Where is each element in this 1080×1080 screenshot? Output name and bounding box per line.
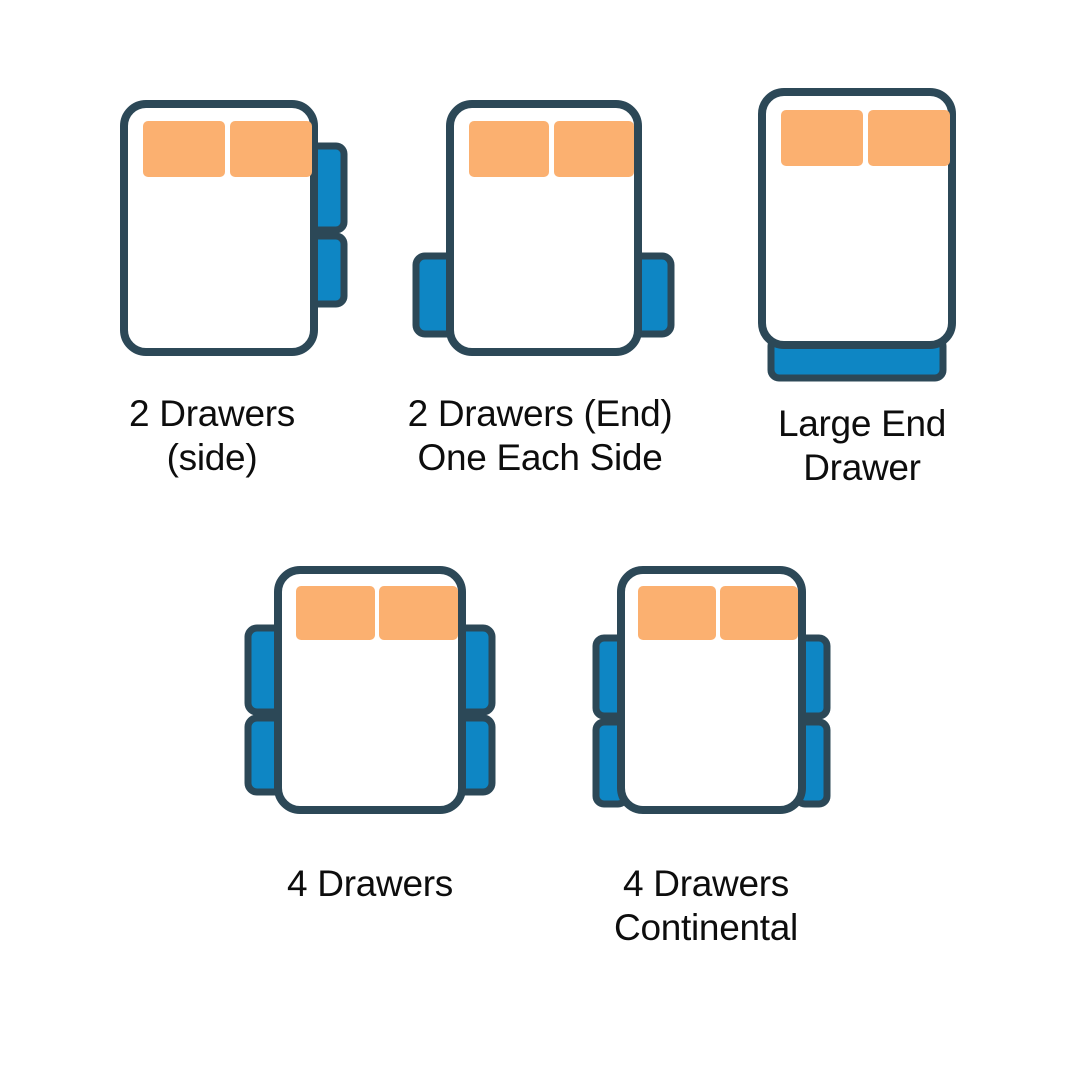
- bed-diagram-two-drawers-end: [412, 100, 675, 356]
- pillow-left: [143, 121, 225, 177]
- pillow-left: [469, 121, 549, 177]
- pillow-right: [720, 586, 798, 640]
- bed-option-two-drawers-side[interactable]: [110, 90, 355, 365]
- pillow-right: [379, 586, 458, 640]
- bed-label-four-drawers-continental: 4 Drawers Continental: [614, 863, 798, 948]
- bed-diagram-four-drawers-continental: [592, 566, 831, 814]
- bed-label-four-drawers: 4 Drawers: [287, 863, 453, 904]
- bed-label-two-drawers-end: 2 Drawers (End) One Each Side: [407, 393, 673, 478]
- pillow-left: [638, 586, 716, 640]
- bed-diagram-large-end-drawer: [758, 88, 956, 382]
- pillow-right: [868, 110, 950, 166]
- bed-option-four-drawers-continental[interactable]: [585, 560, 840, 820]
- bed-label-large-end-drawer: Large End Drawer: [777, 403, 947, 488]
- pillow-right: [554, 121, 634, 177]
- bed-diagram-four-drawers: [244, 566, 496, 814]
- bed-label-two-drawers-side: 2 Drawers (side): [129, 393, 295, 478]
- pillow-left: [296, 586, 375, 640]
- bed-option-large-end-drawer[interactable]: [752, 82, 972, 387]
- pillow-left: [781, 110, 863, 166]
- pillow-right: [230, 121, 312, 177]
- bed-diagram-two-drawers-side: [120, 100, 348, 356]
- bed-option-four-drawers[interactable]: [240, 560, 500, 820]
- bed-option-two-drawers-end[interactable]: [405, 90, 680, 365]
